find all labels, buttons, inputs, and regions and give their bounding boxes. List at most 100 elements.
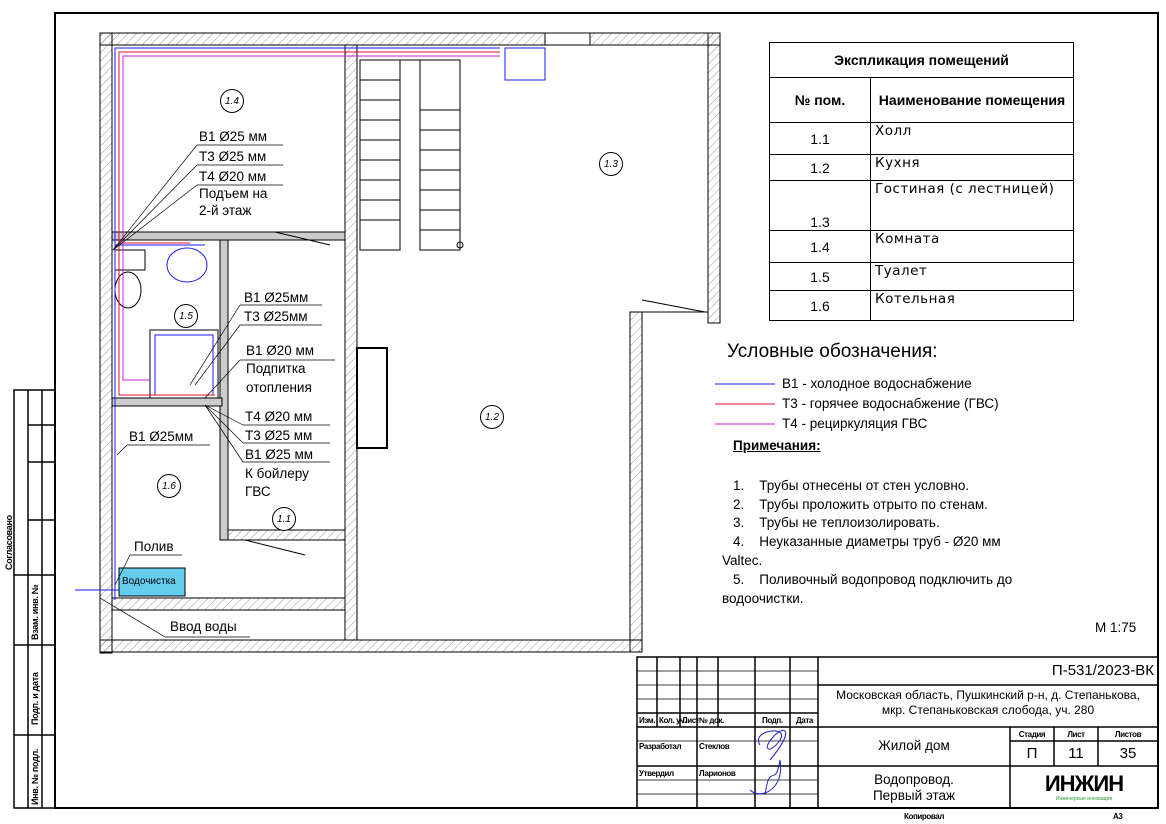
tb-stage-label: Стадия xyxy=(1018,730,1046,739)
legend-item-t3: Т3 - горячее водоснабжение (ГВС) xyxy=(782,396,999,411)
tb-sheets-label: Листов xyxy=(1114,730,1142,739)
tb-sheet: 11 xyxy=(1068,745,1084,762)
legend-title: Условные обозначения: xyxy=(727,341,938,362)
pipes-t3 xyxy=(118,51,500,396)
label-boil-2: ГВС xyxy=(245,484,271,499)
row-name: Комната xyxy=(870,230,1074,263)
row-name: Холл xyxy=(870,122,1074,155)
stamp-sign-date: Подп. и дата xyxy=(30,672,40,725)
label-boil-1: К бойлеру xyxy=(245,466,309,481)
tb-header-date: Дата xyxy=(796,716,813,725)
row-num: 1.3 xyxy=(769,180,871,231)
row-num: 1.2 xyxy=(769,154,871,181)
row-name: Туалет xyxy=(870,262,1074,291)
label-boil-t4: Т4 Ø20 мм xyxy=(245,409,313,424)
pipes-t4 xyxy=(122,55,500,381)
company-logo: ИНЖИН xyxy=(1044,771,1124,796)
stamp-agreed: Согласовано xyxy=(4,515,14,570)
room-marker-1-5: 1.5 xyxy=(174,304,198,328)
legend-item-b1: В1 - холодное водоснабжение xyxy=(782,376,972,391)
label-r14-t3: Т3 Ø25 мм xyxy=(199,149,267,164)
label-r14-t4: Т4 Ø20 мм xyxy=(199,169,267,184)
pipes-b1 xyxy=(75,47,500,600)
label-r15-t3: Т3 Ø25мм xyxy=(244,309,308,324)
note-item: 2. Трубы проложить отрыто по стенам. xyxy=(733,497,988,512)
tb-object: Жилой дом xyxy=(878,738,950,753)
tb-header-doc: № док. xyxy=(699,716,724,725)
tb-code: П-531/2023-ВК xyxy=(1051,662,1154,679)
row-num: 1.5 xyxy=(769,262,871,291)
room-marker-1-3: 1.3 xyxy=(599,152,623,176)
notes-title: Примечания: xyxy=(733,438,821,453)
tb-sheets: 35 xyxy=(1119,745,1137,762)
label-r15-b1: В1 Ø25мм xyxy=(244,290,309,305)
signature-marks xyxy=(749,729,787,796)
room-marker-1-1: 1.1 xyxy=(272,507,296,531)
room-marker-1-2: 1.2 xyxy=(480,405,504,429)
tb-format: А3 xyxy=(1113,812,1123,821)
label-filter: Водочистка xyxy=(122,576,176,587)
note-item: 4. Неуказанные диаметры труб - Ø20 мм xyxy=(733,534,1001,549)
company-logo-subtitle: Инженерные инновации xyxy=(1055,796,1113,802)
label-boil-t3: Т3 Ø25 мм xyxy=(245,428,313,443)
label-inlet: Ввод воды xyxy=(170,619,237,634)
label-poliv: Полив xyxy=(134,539,174,554)
room-marker-1-4: 1.4 xyxy=(220,89,244,113)
side-stamp-grid xyxy=(13,389,56,809)
room-marker-1-6: 1.6 xyxy=(157,474,181,498)
tb-developed-role: Разработал xyxy=(639,742,682,751)
staircase xyxy=(359,59,464,251)
tb-header-list: Лист xyxy=(682,716,700,725)
tb-developed-name: Стеклов xyxy=(699,742,730,751)
explication-table: Экспликация помещений № пом. Наименовани… xyxy=(769,42,1074,321)
scale-label: М 1:75 xyxy=(1095,620,1137,635)
tb-sheet-title-2: Первый этаж xyxy=(872,788,956,803)
col-name-header: Наименование помещения xyxy=(870,77,1074,123)
tb-stage: П xyxy=(1026,745,1038,762)
row-num: 1.4 xyxy=(769,230,871,263)
label-heat-2: отопления xyxy=(246,380,312,395)
col-num-header: № пом. xyxy=(769,77,871,123)
tb-copied: Копировал xyxy=(904,812,945,821)
title-block-grid xyxy=(636,656,1159,809)
fixtures xyxy=(149,47,546,399)
note-item: 1. Трубы отнесены от стен условно. xyxy=(733,478,970,493)
tb-header-izm: Изм. xyxy=(639,716,656,725)
stamp-inv-replace: Взам. инв. № xyxy=(30,584,40,640)
tb-address-2: мкр. Степаньковская слобода, уч. 280 xyxy=(881,703,1095,717)
row-num: 1.6 xyxy=(769,290,871,321)
row-num: 1.1 xyxy=(769,122,871,155)
explication-title: Экспликация помещений xyxy=(769,42,1074,78)
note-item: 5. Поливочный водопровод подключить до xyxy=(733,572,1013,587)
label-r14-rise2: 2-й этаж xyxy=(199,203,252,218)
walls xyxy=(99,32,721,654)
row-name: Котельная xyxy=(870,290,1074,321)
water-filter-box xyxy=(118,567,186,597)
tb-sheet-label: Лист xyxy=(1067,730,1085,739)
row-name: Кухня xyxy=(870,154,1074,181)
tb-header-sign: Подп. xyxy=(762,716,783,725)
label-boil-b1: В1 Ø25 мм xyxy=(245,447,314,462)
row-name: Гостиная (с лестницей) xyxy=(870,180,1074,231)
stamp-inv-orig: Инв. № подл. xyxy=(30,748,40,805)
label-heat-b1: В1 Ø20 мм xyxy=(246,343,315,358)
label-r14-rise1: Подъем на xyxy=(199,186,268,201)
label-r14-b1: В1 Ø25 мм xyxy=(199,129,268,144)
legend-item-t4: Т4 - рециркуляция ГВС xyxy=(782,416,928,431)
tb-address-1: Московская область, Пушкинский р-н, д. С… xyxy=(836,688,1140,702)
leader-lines xyxy=(99,144,335,638)
label-r16-b1: В1 Ø25мм xyxy=(129,429,194,444)
note-item: Valtec. xyxy=(722,553,763,568)
note-item: 3. Трубы не теплоизолировать. xyxy=(733,515,940,530)
tb-header-kol: Кол. уч. xyxy=(659,716,687,725)
label-heat-1: Подпитка xyxy=(246,361,306,376)
tb-sheet-title-1: Водопровод. xyxy=(874,772,954,787)
tb-approved-name: Ларионов xyxy=(699,769,736,778)
